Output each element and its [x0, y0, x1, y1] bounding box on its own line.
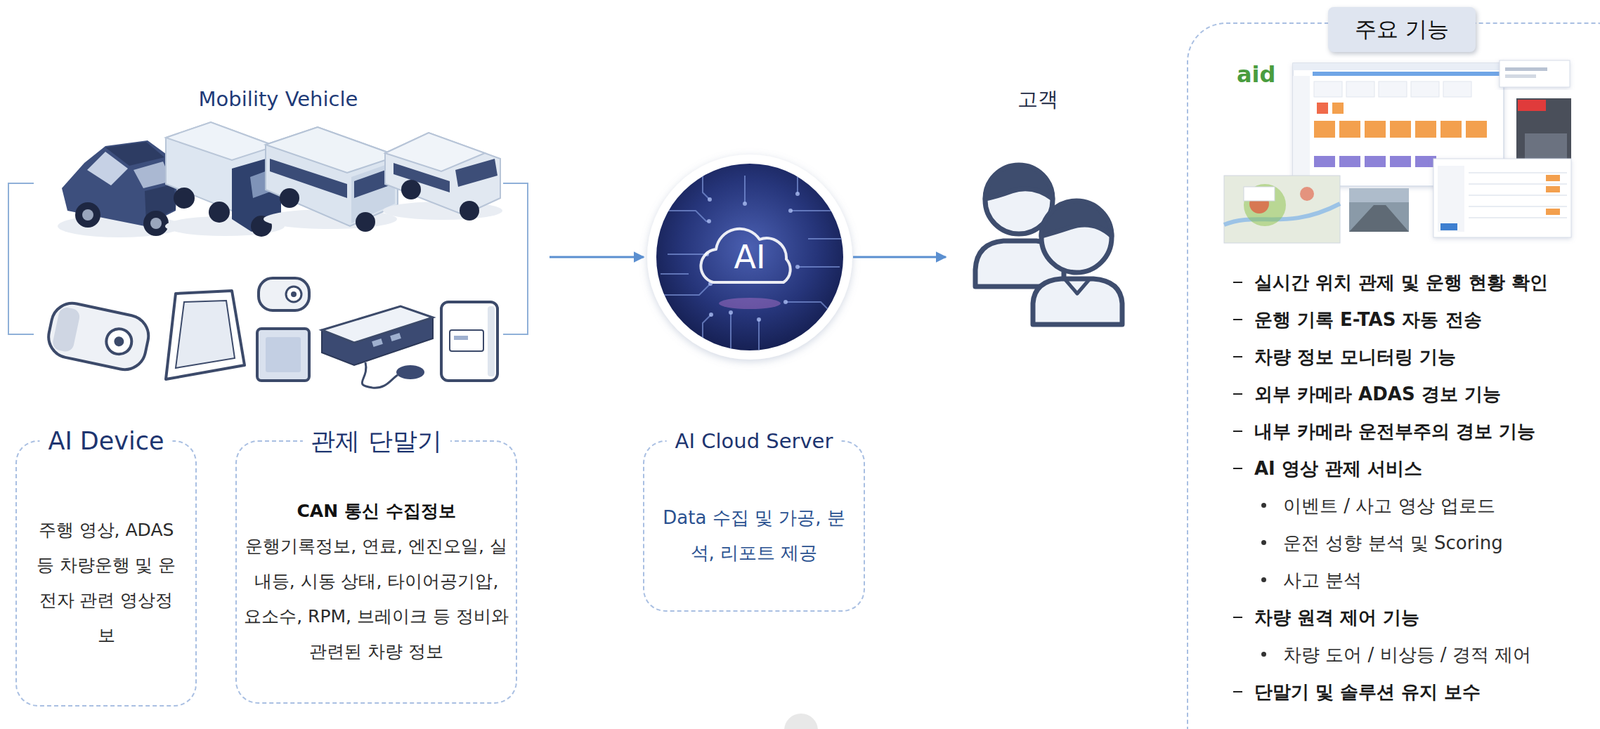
- bullet-dash: [1233, 393, 1243, 395]
- panel-title: 주요 기능: [1354, 14, 1449, 45]
- box-heading: AI Cloud Server: [666, 425, 842, 458]
- sub-feature-text: 사고 분석: [1230, 568, 1362, 593]
- box-heading: AI Device: [39, 425, 173, 458]
- feature-text: 실시간 위치 관제 및 운행 현황 확인: [1230, 270, 1549, 295]
- page-dot: [784, 713, 818, 729]
- bullet-dash: [1233, 319, 1243, 321]
- van-illustration: [382, 132, 503, 221]
- circle-label: AI: [733, 238, 766, 276]
- bus-illustration: [263, 127, 398, 232]
- list-item: AI 영상 관제 서비스: [1230, 449, 1589, 487]
- list-item: 외부 카메라 ADAS 경보 기능: [1230, 375, 1589, 413]
- feature-text: 외부 카메라 ADAS 경보 기능: [1230, 382, 1501, 407]
- flow-arrow: [853, 256, 946, 259]
- ai-device-box: AI Device주행 영상, ADAS 등 차량운행 및 운전자 관련 영상정…: [15, 440, 197, 707]
- feature-text: 차량 원격 제어 기능: [1230, 605, 1420, 630]
- control-terminal-box: 관제 단말기CAN 통신 수집정보운행기록정보, 연료, 엔진오일, 실내등, …: [235, 440, 518, 705]
- feature-list: 실시간 위치 관제 및 운행 현황 확인운행 기록 E-TAS 자동 전송차량 …: [1230, 263, 1589, 711]
- list-item: 운행 기록 E-TAS 자동 전송: [1230, 300, 1589, 338]
- vehicle-group: Mobility Vehicle: [8, 82, 549, 398]
- bullet-dash: [1233, 691, 1243, 693]
- bullet-dash: [1233, 430, 1243, 433]
- sensor-illustration: [257, 328, 310, 381]
- bullet-dot: [1261, 652, 1267, 658]
- feature-text: AI 영상 관제 서비스: [1230, 456, 1423, 481]
- sub-feature-text: 운전 성향 분석 및 Scoring: [1230, 531, 1504, 556]
- box-text: 주행 영상, ADAS 등 차량운행 및 운전자 관련 영상정보: [34, 512, 179, 654]
- node-heading: Mobility Vehicle: [8, 82, 549, 116]
- customer-icon: [975, 165, 1123, 325]
- suv-illustration: [57, 140, 182, 238]
- bullet-dot: [1261, 540, 1267, 546]
- box-body: CAN 통신 수집정보운행기록정보, 연료, 엔진오일, 실내등, 시동 상태,…: [236, 470, 516, 693]
- flow-arrow: [549, 256, 644, 259]
- controller-illustration: [441, 302, 498, 381]
- ai-cloud-illustration: [647, 154, 853, 360]
- box-text: 운행기록정보, 연료, 엔진오일, 실내등, 시동 상태, 타이어공기압, 요소…: [243, 529, 509, 670]
- list-item: 차량 정보 모니터링 기능: [1230, 337, 1589, 376]
- bullet-dot: [1261, 503, 1267, 509]
- cloud-server-box: AI Cloud ServerData 수집 및 가공, 분석, 리포트 제공: [642, 440, 865, 613]
- logo-text: aid: [1236, 61, 1276, 88]
- feature-panel: 주요 기능실시간 위치 관제 및 운행 현황 확인운행 기록 E-TAS 자동 …: [1186, 22, 1600, 729]
- dashcam-illustration: [44, 299, 153, 374]
- bullet-dash: [1233, 281, 1243, 284]
- customer-node: 고객: [950, 82, 1126, 364]
- feature-text: 차량 정보 모니터링 기능: [1230, 345, 1456, 369]
- box-text: CAN 통신 수집정보: [296, 493, 456, 530]
- sub-list-item: 사고 분석: [1230, 561, 1589, 599]
- dashboard-screenshot: [1224, 60, 1572, 244]
- box-body: Data 수집 및 가공, 분석, 리포트 제공: [644, 470, 864, 601]
- sub-feature-text: 이벤트 / 사고 영상 업로드: [1230, 493, 1496, 518]
- list-item: 실시간 위치 관제 및 운행 현황 확인: [1230, 263, 1589, 301]
- bullet-dot: [1261, 577, 1267, 583]
- bullet-dash: [1233, 356, 1243, 358]
- sub-feature-text: 차량 도어 / 비상등 / 경적 제어: [1230, 642, 1532, 667]
- sub-list-item: 이벤트 / 사고 영상 업로드: [1230, 486, 1589, 525]
- sub-list-item: 운전 성향 분석 및 Scoring: [1230, 524, 1589, 562]
- title-tab: 주요 기능: [1328, 7, 1476, 52]
- sub-list-item: 차량 도어 / 비상등 / 경적 제어: [1230, 635, 1589, 674]
- feature-text: 운행 기록 E-TAS 자동 전송: [1230, 307, 1482, 332]
- bullet-dash: [1233, 467, 1243, 470]
- bullet-dash: [1233, 616, 1243, 619]
- box-body: 주행 영상, ADAS 등 차량운행 및 운전자 관련 영상정보: [16, 470, 196, 696]
- ai-cloud-circle: AI: [647, 155, 852, 360]
- terminal-box-illustration: [321, 306, 433, 388]
- list-item: 내부 카메라 운전부주의 경보 기능: [1230, 412, 1589, 450]
- feature-text: 단말기 및 솔루션 유지 보수: [1230, 680, 1481, 705]
- box-heading: 관제 단말기: [302, 425, 450, 458]
- box-text: Data 수집 및 가공, 분석, 리포트 제공: [651, 500, 857, 571]
- list-item: 차량 원격 제어 기능: [1230, 598, 1589, 636]
- mirror-device-illustration: [165, 290, 245, 380]
- camera-illustration: [258, 278, 310, 311]
- list-item: 단말기 및 솔루션 유지 보수: [1230, 673, 1589, 711]
- feature-text: 내부 카메라 운전부주의 경보 기능: [1230, 419, 1536, 444]
- node-heading: 고객: [950, 82, 1126, 116]
